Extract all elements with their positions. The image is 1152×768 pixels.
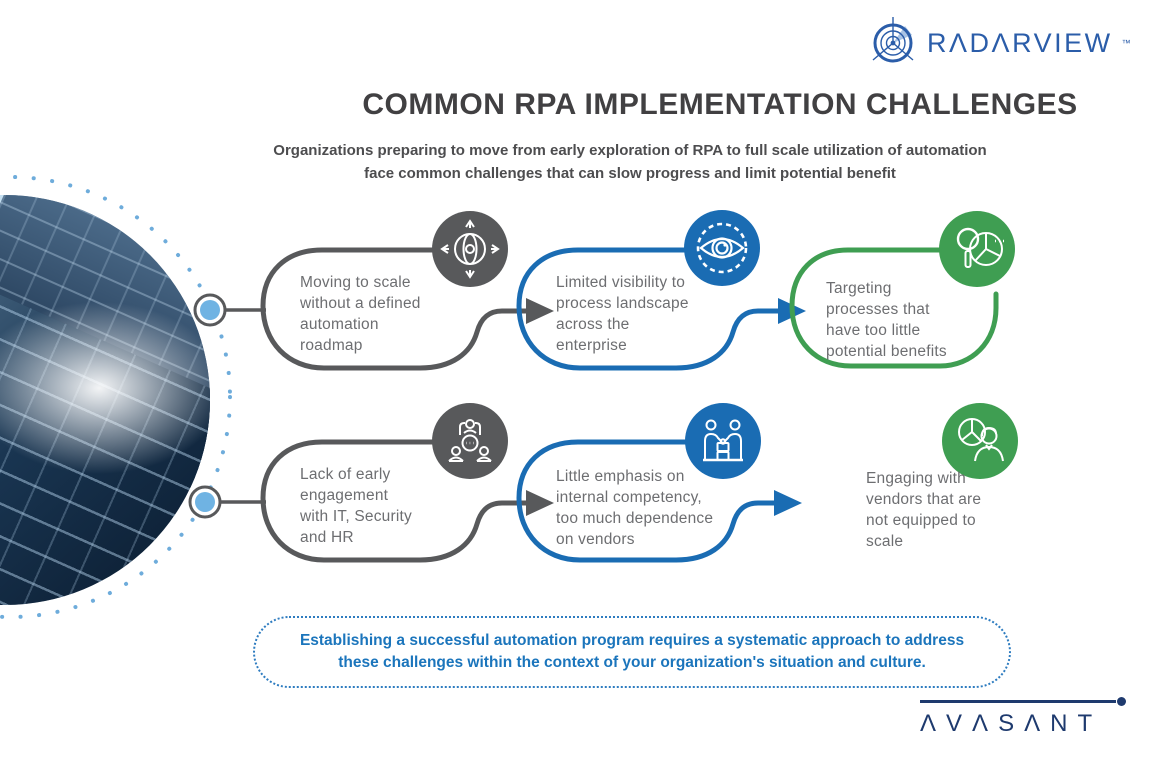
card1-label: Moving to scale without a defined automa… [300, 274, 421, 354]
row1-node-dot [200, 300, 220, 320]
arrow-gray-2 [526, 490, 554, 516]
arrow-gray-1 [526, 298, 554, 324]
collaboration-puzzle-icon [703, 419, 743, 462]
radarview-logo: RΛDΛRVIEW ™ [866, 16, 1131, 70]
avasant-wordmark: ΛVΛSΛNT [920, 710, 1103, 737]
avasant-dot [1117, 697, 1126, 706]
card2-badge [684, 210, 760, 286]
card3-badge [939, 211, 1015, 287]
card2-outline [516, 247, 783, 371]
magnifier-pie-icon [956, 227, 1004, 268]
card6-label: Engaging with vendors that are not equip… [866, 470, 982, 550]
card3-label: Targeting processes that have too little… [826, 280, 947, 360]
dotted-arc [0, 175, 232, 619]
scale-globe-icon [440, 219, 500, 279]
card3-outline [789, 247, 999, 369]
avasant-overline [920, 697, 1126, 706]
summary-note: Establishing a successful automation pro… [253, 616, 1011, 688]
pie-person-icon [958, 418, 1004, 462]
eye-gear-icon [696, 222, 748, 274]
card5-badge [685, 403, 761, 479]
card1-outline [260, 247, 531, 371]
radar-icon [872, 17, 914, 63]
card4-badge [432, 403, 508, 479]
sun-glow [0, 301, 210, 474]
card2-label: Limited visibility to process landscape … [556, 274, 689, 354]
arrow-blue-2 [774, 490, 802, 516]
row2-node-dot [195, 492, 215, 512]
card5-label: Little emphasis on internal competency, … [556, 468, 714, 548]
radarview-wordmark: RΛDΛRVIEW [927, 27, 1113, 58]
radarview-trademark: ™ [1121, 38, 1131, 48]
team-hierarchy-icon [448, 419, 492, 462]
card4-outline [260, 439, 531, 563]
page-title: COMMON RPA IMPLEMENTATION CHALLENGES [362, 88, 1078, 121]
card6-badge [942, 403, 1018, 479]
building-photo [0, 195, 210, 605]
summary-note-text: Establishing a successful automation pro… [299, 631, 965, 671]
card4-label: Lack of early engagement with IT, Securi… [300, 466, 412, 546]
page-subtitle: Organizations preparing to move from ear… [273, 142, 987, 182]
card1-badge [432, 211, 508, 287]
card5-outline [516, 439, 779, 563]
avasant-logo: ΛVΛSΛNT [920, 697, 1126, 738]
